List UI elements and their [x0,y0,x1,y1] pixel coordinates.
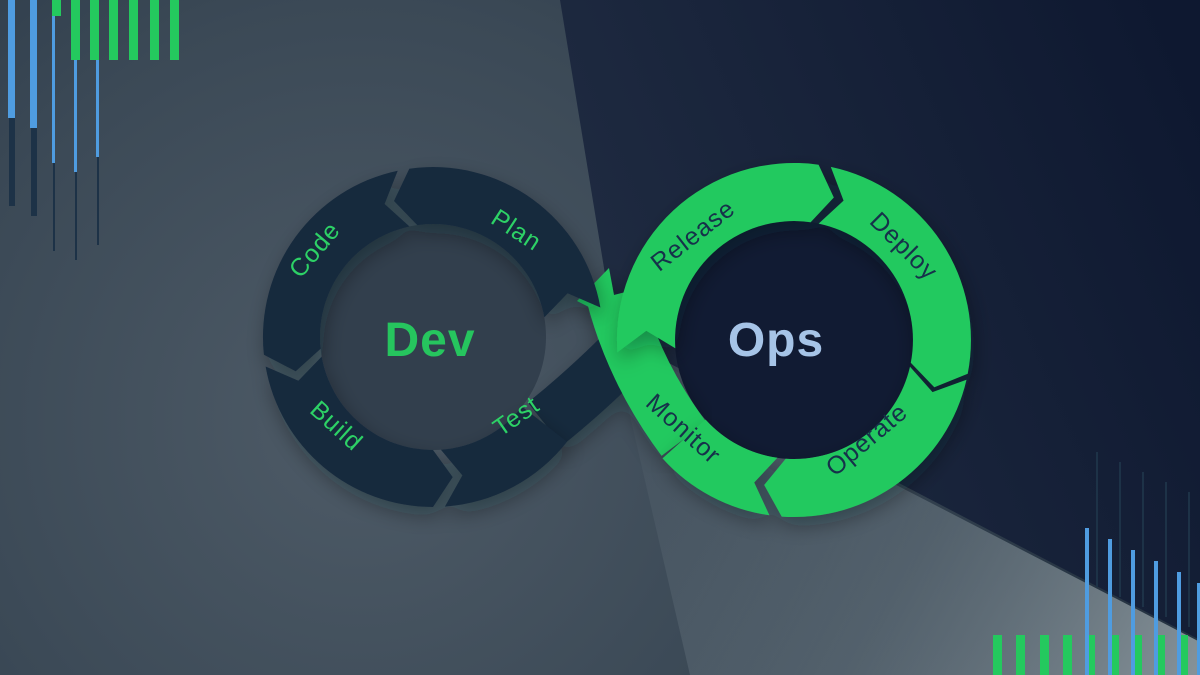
deco-green-bar [109,0,118,60]
deco-green-bar [52,0,61,16]
dev-loop-ring [262,167,601,507]
deco-dark-bar [1142,472,1144,607]
ops-loop-interior [675,221,913,459]
ops-center-label: Ops [728,314,824,367]
deco-blue-bar [1085,528,1089,675]
deco-dark-bar [75,172,77,260]
dev-loop-interior [320,224,546,450]
deco-blue-bar [1197,583,1200,675]
deco-green-bar [90,0,99,60]
ops-loop-ring [616,162,971,518]
crossing-bands [527,268,707,456]
deco-dark-bar [53,163,55,251]
deco-blue-bar [30,0,37,128]
dev-center-label: Dev [384,314,475,367]
deco-dark-bar [31,128,37,216]
deco-green-bar [1040,635,1049,675]
deco-green-bar [1156,635,1165,675]
segment-operate [764,366,967,518]
segment-deploy [818,166,971,388]
deco-green-bar [71,0,80,60]
deco-blue-bar [52,0,55,163]
deco-green-bar [1086,635,1095,675]
corner-bars-bottom-right [993,452,1200,675]
monitor-band [586,287,707,456]
deco-green-bar [129,0,138,60]
deco-dark-bar [1119,462,1121,597]
segment-build [265,356,453,507]
deco-blue-bar [1131,550,1135,675]
deco-green-bar [1179,635,1188,675]
deco-dark-bar [1165,482,1167,617]
deco-blue-bar [1154,561,1158,675]
deco-dark-bar [97,157,99,245]
deco-blue-bar [74,0,77,172]
deco-dark-bar [9,118,15,206]
monitor-arrowhead [577,268,619,322]
deco-blue-bar [8,0,15,118]
deco-green-bar [1063,635,1072,675]
deco-blue-bar [1108,539,1112,675]
deco-green-bar [150,0,159,60]
deco-blue-bar [96,0,99,157]
segment-release [616,162,834,353]
segment-code [262,170,410,372]
deco-green-bar [1016,635,1025,675]
deco-green-bar [1110,635,1119,675]
deco-dark-bar [1188,492,1190,627]
deco-green-bar [993,635,1002,675]
corner-bars-top-left [8,0,179,260]
segment-plan [394,167,601,318]
deco-green-bar [1133,635,1142,675]
deco-blue-bar [1177,572,1181,675]
deco-dark-bar [1096,452,1098,587]
segment-monitor [662,419,778,516]
deco-green-bar [170,0,179,60]
segment-test [440,406,567,507]
